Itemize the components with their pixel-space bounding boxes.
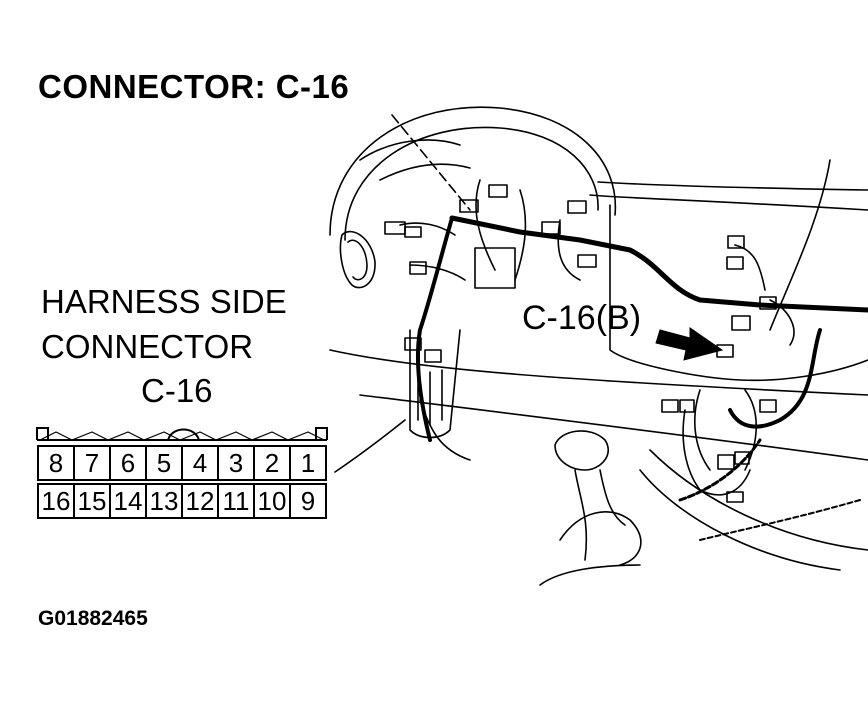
pin-cell: 15 [73, 483, 111, 519]
harness-label-line1: HARNESS SIDE [41, 283, 287, 320]
pin-cell: 6 [109, 445, 147, 481]
harness-label-line3: C-16 [141, 372, 213, 409]
pin-cell: 1 [289, 445, 327, 481]
connector-callout-label: C-16(B) [522, 299, 642, 337]
pin-cell: 7 [73, 445, 111, 481]
pin-cell: 11 [217, 483, 255, 519]
pin-cell: 4 [181, 445, 219, 481]
pin-cell: 8 [37, 445, 75, 481]
pin-cell: 16 [37, 483, 75, 519]
pin-cell: 14 [109, 483, 147, 519]
pin-cell: 2 [253, 445, 291, 481]
diagram-title: CONNECTOR: C-16 [38, 68, 350, 105]
pin-cell: 9 [289, 483, 327, 519]
pin-cell: 3 [217, 445, 255, 481]
pin-cell: 12 [181, 483, 219, 519]
harness-label-line2: CONNECTOR [41, 328, 254, 365]
pin-cell: 13 [145, 483, 183, 519]
pin-cell: 5 [145, 445, 183, 481]
pin-cell: 10 [253, 483, 291, 519]
figure-id: G01882465 [38, 607, 148, 630]
